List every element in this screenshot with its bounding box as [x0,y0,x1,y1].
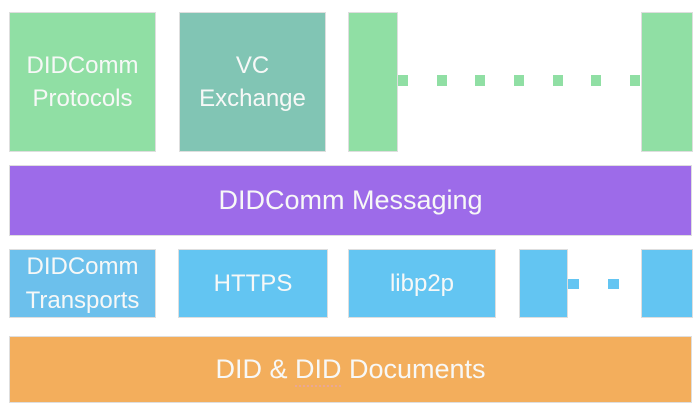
protocol-ellipsis-dashes [398,75,640,86]
libp2p-label: libp2p [389,269,455,297]
box-didcomm-protocols: DIDComm Protocols [9,12,156,152]
box-libp2p: libp2p [348,249,496,318]
dash-square [475,75,486,86]
box-transport-placeholder-left [519,249,568,318]
didcomm-messaging-label: DIDComm Messaging [218,185,483,215]
dash-square [513,75,524,86]
vc-exchange-label: VC Exchange [199,51,306,112]
dash-square [608,279,619,289]
dash-square [568,279,579,289]
box-protocol-placeholder-left [348,12,398,152]
box-https: HTTPS [178,249,328,318]
box-transport-placeholder-right [641,249,693,318]
https-label: HTTPS [213,269,293,297]
dash-square [629,75,640,86]
did-documents-label-part1: DID & [215,354,295,384]
dash-square [552,75,563,86]
bar-didcomm-messaging: DIDComm Messaging [9,165,692,236]
box-protocol-placeholder-right [641,12,693,152]
did-documents-label-part3: Documents [341,354,486,384]
didcomm-protocols-label: DIDComm Protocols [26,51,139,112]
dash-square [436,75,447,86]
did-documents-label: DID & DID Documents [215,354,486,387]
dash-square [398,75,408,86]
dash-square [591,75,602,86]
didcomm-transports-label: DIDComm Transports [25,253,140,314]
did-documents-label-part2: DID [294,354,342,387]
box-didcomm-transports: DIDComm Transports [9,249,156,318]
bar-did-documents: DID & DID Documents [9,336,692,403]
box-vc-exchange: VC Exchange [179,12,326,152]
transport-ellipsis-dashes [568,279,619,289]
